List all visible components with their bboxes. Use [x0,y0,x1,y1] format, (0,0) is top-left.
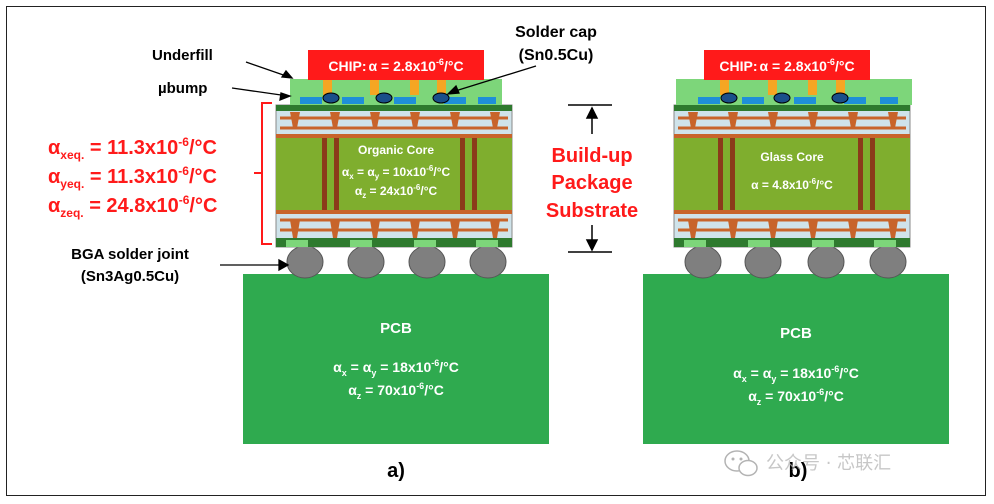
core-cte-b: α = 4.8x10-6/°C [751,177,833,192]
pcb-cte-z-b: αz = 70x10-6/°C [748,387,844,407]
core-title-a: Organic Core [358,143,434,157]
ubump-label: µbump [158,80,207,97]
chip-label-a: CHIP:α = 2.8x10-6/°C [328,57,463,74]
buildup-arrows [568,104,612,253]
diagram-b [643,50,949,444]
bga-balls-b [684,245,907,279]
cte-z-equivalent: αzeq. = 24.8x10-6/°C [48,193,217,220]
wechat-icon [724,450,758,477]
pcb-board-b [643,274,949,444]
core-title-b: Glass Core [760,150,824,164]
chip-b [704,50,870,80]
pcb-title-b: PCB [780,325,812,342]
bga-balls-a [286,245,507,279]
pcb-cte-z-a: αz = 70x10-6/°C [348,381,444,401]
watermark: 公众号 · 芯联汇 [724,450,891,477]
callout-arrows [220,61,537,272]
bga-material: (Sn3Ag0.5Cu) [81,268,179,285]
diagram-a [243,50,549,444]
buildup-label-1: Build-up [551,145,632,167]
pcb-cte-xy-b: αx = αy = 18x10-6/°C [733,364,859,384]
equivalent-bracket [254,102,272,245]
pcb-title-a: PCB [380,320,412,337]
pcb-cte-xy-a: αx = αy = 18x10-6/°C [333,358,459,378]
cte-y-equivalent: αyeq. = 11.3x10-6/°C [48,164,217,191]
chip-label-b: CHIP:α = 2.8x10-6/°C [719,57,854,74]
solder-cap-material: (Sn0.5Cu) [519,47,594,64]
underfill-label: Underfill [152,47,213,64]
watermark-text: 公众号 · 芯联汇 [766,453,891,474]
pcb-board-a [243,274,549,444]
chip-a [308,50,484,80]
solder-cap-label: Solder cap [515,24,597,41]
caption-a: a) [387,460,405,482]
core-cte-xy-a: αx = αy = 10x10-6/°C [342,164,451,181]
buildup-label-2: Package [551,172,632,194]
caption-b: b) [789,460,808,482]
buildup-label-3: Substrate [546,200,638,222]
cte-x-equivalent: αxeq. = 11.3x10-6/°C [48,135,217,162]
figure-frame [6,6,986,496]
core-cte-z-a: αz = 24x10-6/°C [355,183,438,200]
bga-label: BGA solder joint [71,246,189,263]
